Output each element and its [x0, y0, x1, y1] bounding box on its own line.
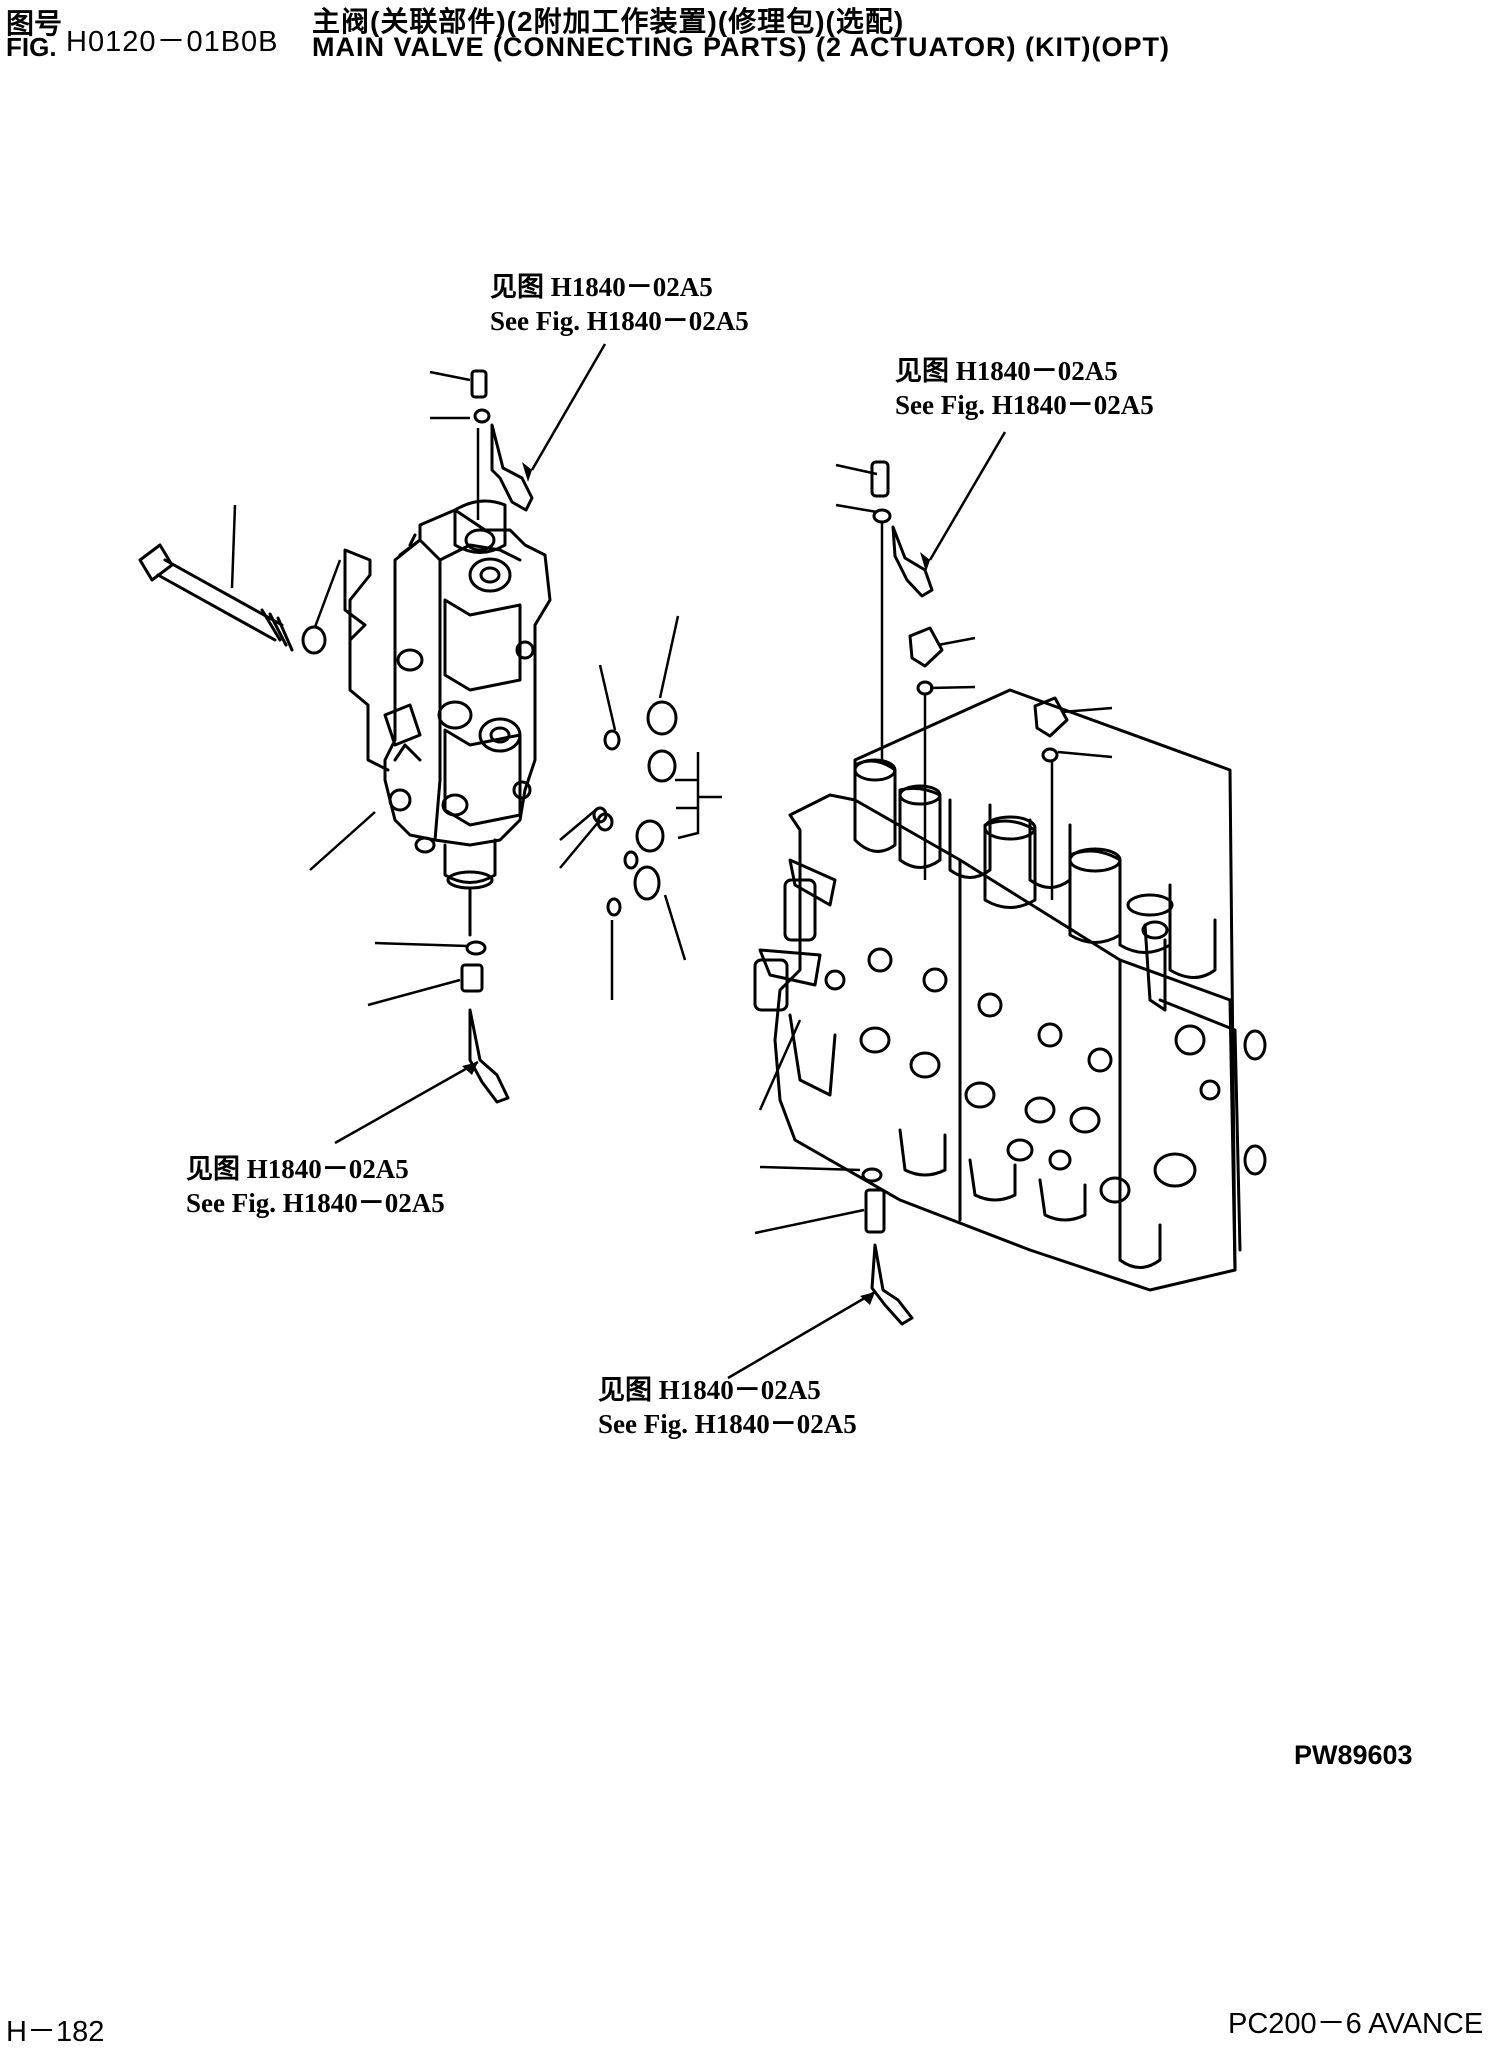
reference-label-en: See Fig. H1840－02A5: [895, 390, 1154, 420]
right-top-fittings: [870, 460, 1069, 763]
fig-label-en: FIG.: [6, 32, 57, 62]
reference-label-en: See Fig. H1840－02A5: [598, 1409, 857, 1439]
fig-number: H0120－01B0B: [66, 26, 279, 58]
bolt: [138, 543, 294, 652]
reference-label-en: See Fig. H1840－02A5: [186, 1188, 445, 1218]
title-cn: 主阀(关联部件)(2附加工作装置)(修理包)(选配): [312, 6, 905, 37]
reference-label: 见图 H1840－02A5 See Fig. H1840－02A5: [490, 270, 749, 338]
right-bottom-fittings: [861, 1167, 914, 1326]
washer: [301, 625, 327, 655]
reference-label-en: See Fig. H1840－02A5: [490, 306, 749, 336]
reference-label-cn: 见图 H1840－02A5: [490, 272, 713, 302]
reference-label: 见图 H1840－02A5 See Fig. H1840－02A5: [598, 1373, 857, 1441]
page-number: H－182: [6, 2016, 105, 2048]
left-valve-section: [343, 499, 552, 937]
title-en: MAIN VALVE (CONNECTING PARTS) (2 ACTUATO…: [312, 32, 1170, 62]
right-valve-assembly: [753, 688, 1267, 1292]
reference-label-cn: 见图 H1840－02A5: [186, 1154, 409, 1184]
fig-label-cn: 图号: [6, 8, 63, 39]
reference-label: 见图 H1840－02A5 See Fig. H1840－02A5: [895, 354, 1154, 422]
drawing-code: PW89603: [1294, 1740, 1413, 1770]
left-top-fittings: [470, 369, 534, 512]
model-name: PC200－6 AVANCE: [1228, 2008, 1484, 2040]
reference-label: 见图 H1840－02A5 See Fig. H1840－02A5: [186, 1152, 445, 1220]
arrow-heads: [462, 462, 930, 1305]
leader-lines: [230, 343, 1113, 1380]
reference-label-cn: 见图 H1840－02A5: [895, 356, 1118, 386]
o-rings: [592, 700, 678, 917]
left-bottom-fittings: [460, 940, 510, 1104]
reference-label-cn: 见图 H1840－02A5: [598, 1375, 821, 1405]
